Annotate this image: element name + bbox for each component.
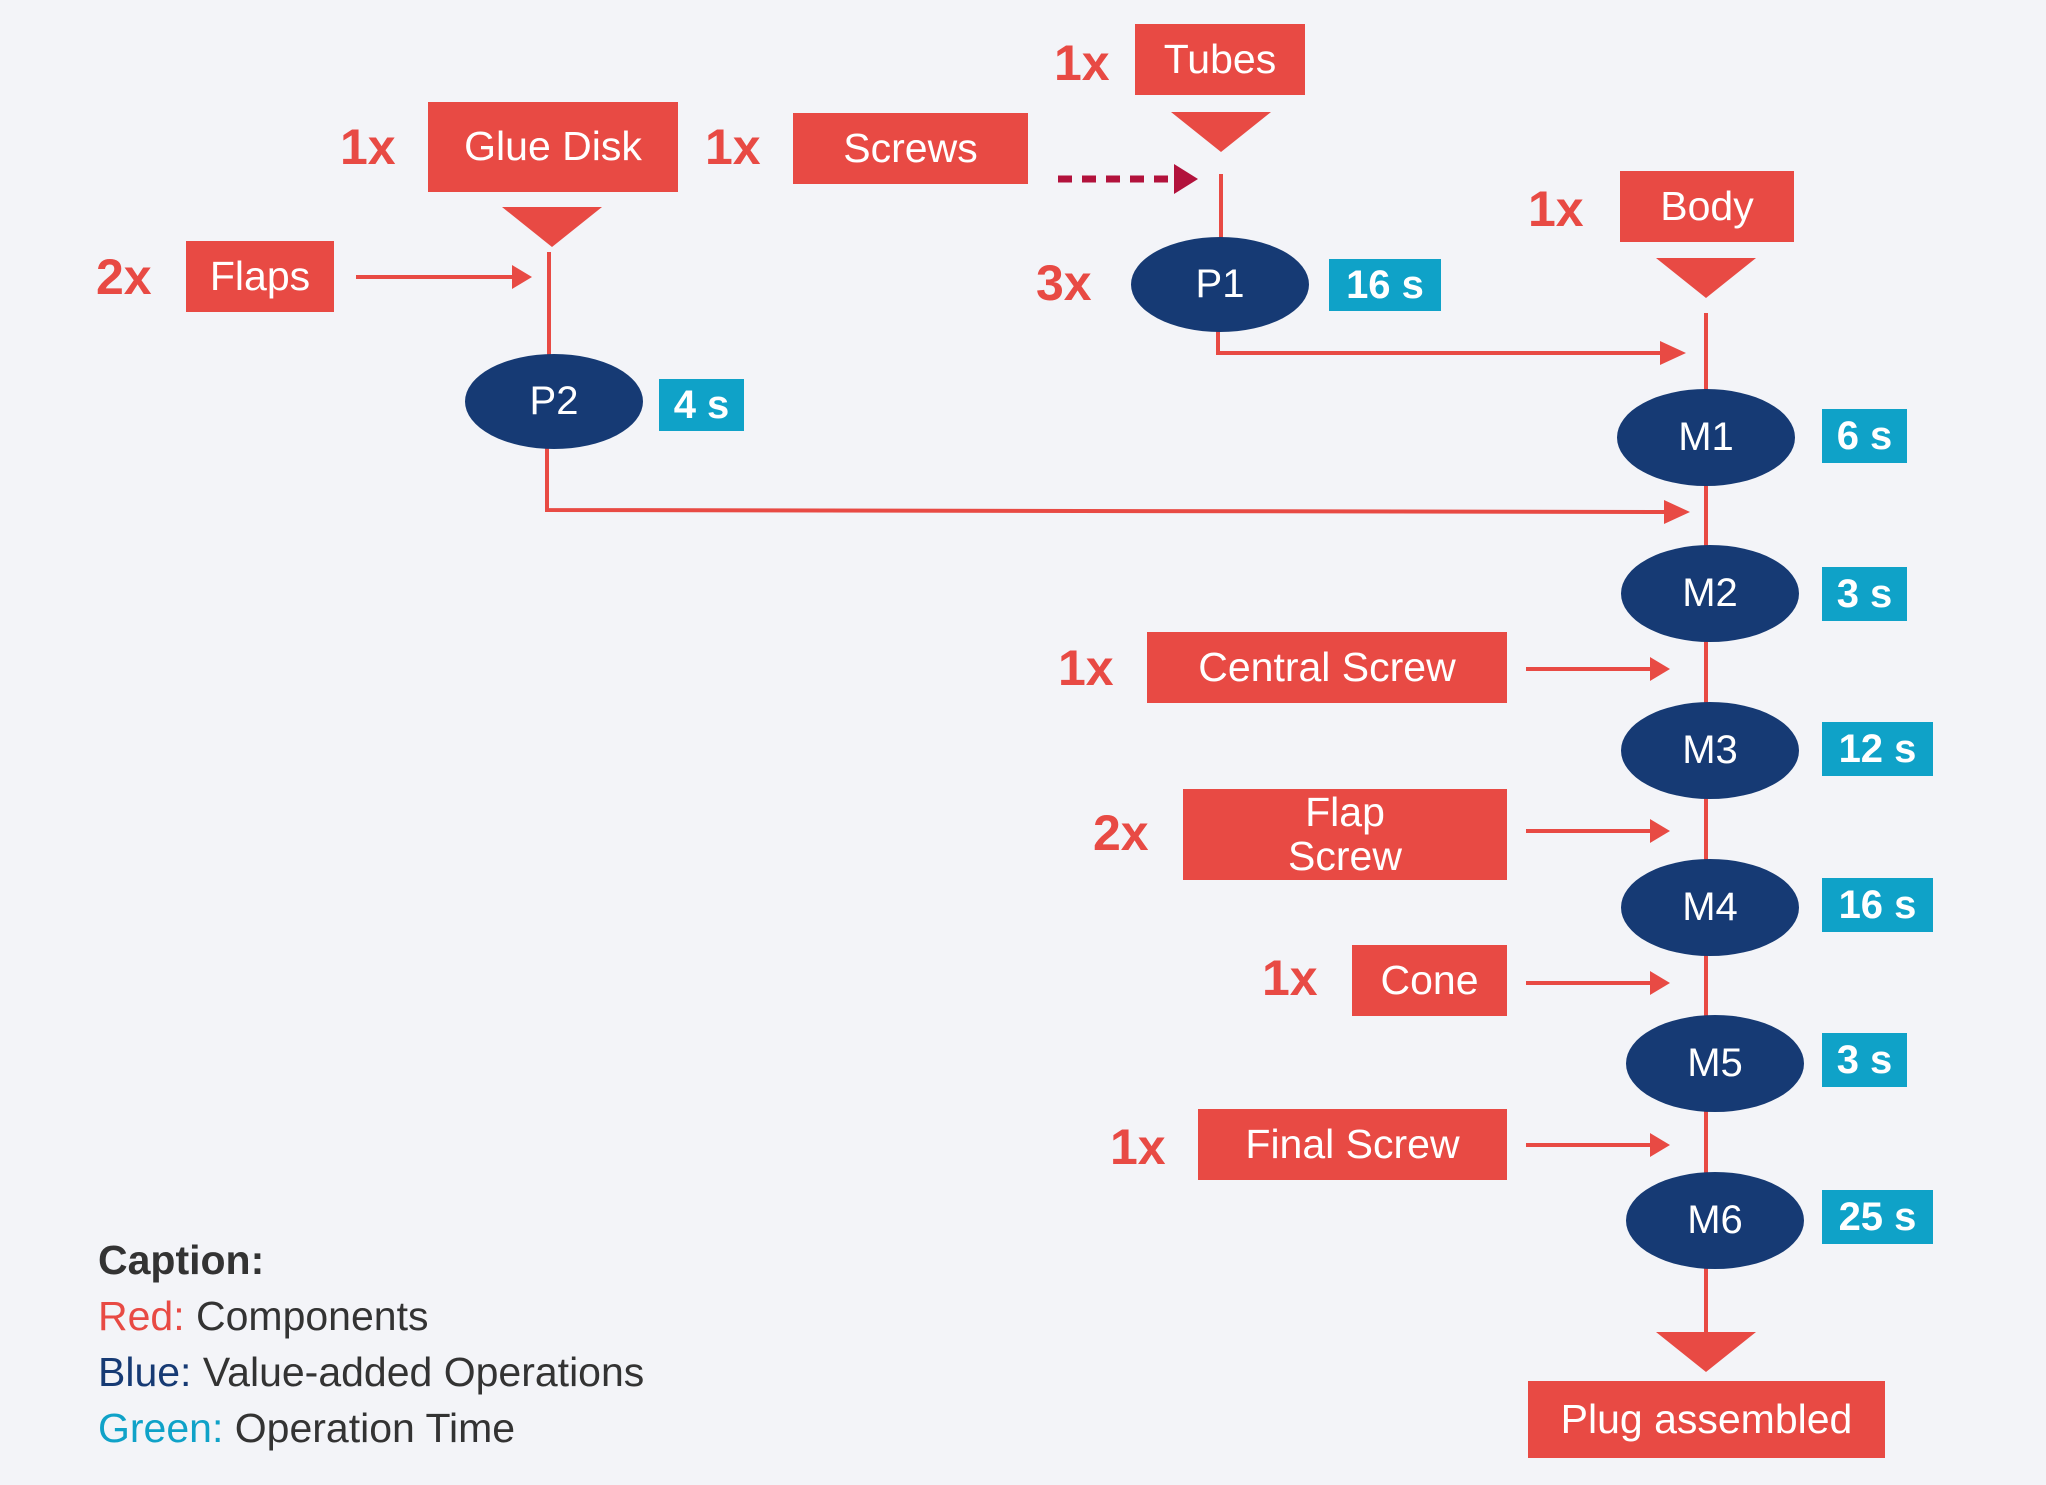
final-screw-box: Final Screw bbox=[1198, 1109, 1507, 1180]
caption-key-red: Red: bbox=[98, 1293, 185, 1339]
caption-legend: Caption: Red: Components Blue: Value-add… bbox=[98, 1232, 644, 1456]
output-funnel-icon bbox=[1656, 1332, 1756, 1372]
flap-screw-arrowhead bbox=[1650, 819, 1670, 843]
caption-title: Caption: bbox=[98, 1237, 265, 1283]
final-screw-quantity: 1x bbox=[1110, 1119, 1166, 1175]
glue-disk-quantity: 1x bbox=[340, 119, 396, 175]
p1-quantity: 3x bbox=[1036, 255, 1092, 311]
p2-to-m2-connector bbox=[545, 445, 1665, 514]
operation-p1: P1 bbox=[1131, 237, 1309, 332]
central-screw-quantity: 1x bbox=[1058, 640, 1114, 696]
p1-to-m1-arrowhead bbox=[1660, 341, 1686, 365]
p2-time-badge: 4 s bbox=[659, 379, 744, 431]
glue-disk-box: Glue Disk bbox=[428, 102, 678, 192]
operation-m5: M5 bbox=[1626, 1015, 1804, 1112]
m4-time-badge: 16 s bbox=[1822, 878, 1933, 932]
tubes-box: Tubes bbox=[1135, 24, 1305, 95]
body-funnel-icon bbox=[1656, 258, 1756, 298]
caption-value-green: Operation Time bbox=[234, 1405, 516, 1451]
m2-time-badge: 3 s bbox=[1822, 567, 1907, 621]
caption-key-blue: Blue: bbox=[98, 1349, 192, 1395]
body-quantity: 1x bbox=[1528, 181, 1584, 237]
flaps-quantity: 2x bbox=[96, 249, 152, 305]
operation-m2: M2 bbox=[1621, 545, 1799, 642]
tubes-quantity: 1x bbox=[1054, 35, 1110, 91]
caption-item-blue: Blue: Value-added Operations bbox=[98, 1344, 644, 1400]
caption-value-red: Components bbox=[196, 1293, 429, 1339]
caption-item-red: Red: Components bbox=[98, 1288, 644, 1344]
flap-screw-box: Flap Screw bbox=[1183, 789, 1507, 880]
operation-m3: M3 bbox=[1621, 702, 1799, 799]
glue-disk-funnel-icon bbox=[502, 207, 602, 247]
operation-m1: M1 bbox=[1617, 389, 1795, 486]
screws-box: Screws bbox=[793, 113, 1028, 184]
final-screw-arrowhead bbox=[1650, 1133, 1670, 1157]
body-box: Body bbox=[1620, 171, 1794, 242]
screws-quantity: 1x bbox=[705, 119, 761, 175]
caption-key-green: Green: bbox=[98, 1405, 224, 1451]
operation-p2: P2 bbox=[465, 354, 643, 449]
central-screw-arrowhead bbox=[1650, 657, 1670, 681]
m1-time-badge: 6 s bbox=[1822, 409, 1907, 463]
cone-box: Cone bbox=[1352, 945, 1507, 1016]
m6-time-badge: 25 s bbox=[1822, 1190, 1933, 1244]
screws-dotted-arrowhead bbox=[1174, 164, 1198, 194]
m3-time-badge: 12 s bbox=[1822, 722, 1933, 776]
flaps-box: Flaps bbox=[186, 241, 334, 312]
p2-to-m2-arrowhead bbox=[1664, 500, 1690, 524]
flaps-arrowhead bbox=[512, 265, 532, 289]
caption-value-blue: Value-added Operations bbox=[202, 1349, 645, 1395]
operation-m6: M6 bbox=[1626, 1172, 1804, 1269]
m5-time-badge: 3 s bbox=[1822, 1033, 1907, 1087]
caption-item-green: Green: Operation Time bbox=[98, 1400, 644, 1456]
cone-quantity: 1x bbox=[1262, 950, 1318, 1006]
tubes-funnel-icon bbox=[1171, 112, 1271, 152]
cone-arrowhead bbox=[1650, 971, 1670, 995]
central-screw-box: Central Screw bbox=[1147, 632, 1507, 703]
p1-time-badge: 16 s bbox=[1329, 259, 1441, 311]
flap-screw-quantity: 2x bbox=[1093, 805, 1149, 861]
plug-assembled-box: Plug assembled bbox=[1528, 1381, 1885, 1458]
operation-m4: M4 bbox=[1621, 859, 1799, 956]
p1-to-m1-connector bbox=[1216, 328, 1660, 355]
